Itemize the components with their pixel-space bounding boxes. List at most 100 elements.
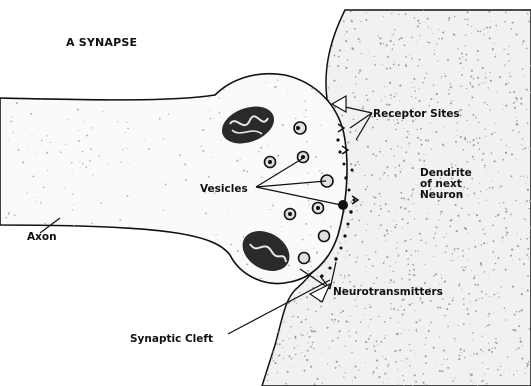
stipple-dot [445, 275, 446, 276]
stipple-dot [409, 344, 410, 345]
stipple-dot [441, 76, 442, 77]
stipple-dot [309, 203, 310, 204]
stipple-dot [476, 353, 478, 355]
stipple-dot [407, 258, 409, 260]
stipple-dot [404, 128, 405, 129]
stipple-dot [433, 275, 435, 277]
stipple-dot [320, 125, 321, 126]
stipple-dot [394, 308, 396, 310]
stipple-dot [357, 161, 359, 163]
stipple-dot [240, 159, 241, 160]
stipple-dot [487, 325, 488, 326]
stipple-dot [76, 287, 77, 288]
stipple-dot [484, 233, 486, 235]
stipple-dot [401, 192, 403, 194]
stipple-dot [441, 277, 442, 278]
stipple-dot [310, 41, 311, 42]
stipple-dot [483, 242, 485, 244]
stipple-dot [448, 19, 449, 20]
stipple-dot [350, 220, 351, 221]
stipple-dot [476, 138, 477, 139]
stipple-dot [505, 152, 507, 154]
stipple-dot [337, 252, 339, 254]
stipple-dot [441, 38, 443, 40]
stipple-dot [7, 247, 9, 249]
stipple-dot [410, 239, 411, 240]
stipple-dot [325, 15, 327, 17]
stipple-dot [385, 140, 387, 142]
stipple-dot [368, 51, 369, 52]
stipple-dot [477, 284, 479, 286]
stipple-dot [398, 253, 399, 254]
stipple-dot [492, 180, 493, 181]
stipple-dot [331, 269, 332, 270]
stipple-dot [517, 245, 519, 247]
stipple-dot [297, 345, 298, 346]
stipple-dot [522, 68, 524, 70]
stipple-dot [12, 86, 13, 87]
stipple-dot [297, 14, 299, 16]
label-dendrite: Dendrite of next Neuron [420, 168, 472, 201]
stipple-dot [392, 48, 393, 49]
stipple-dot [380, 224, 382, 226]
stipple-dot [497, 91, 498, 92]
stipple-dot [261, 177, 262, 178]
stipple-dot [478, 203, 479, 204]
stipple-dot [22, 226, 23, 227]
stipple-dot [270, 286, 271, 287]
stipple-dot [383, 16, 384, 17]
stipple-dot [424, 77, 425, 78]
stipple-dot [359, 41, 360, 42]
stipple-dot [383, 43, 384, 44]
stipple-dot [219, 97, 220, 98]
stipple-dot [409, 330, 410, 331]
stipple-dot [367, 186, 368, 187]
stipple-dot [465, 34, 466, 35]
stipple-dot [362, 107, 364, 109]
stipple-dot [403, 298, 405, 300]
stipple-dot [523, 218, 524, 219]
stipple-dot [461, 289, 462, 290]
stipple-dot [296, 31, 297, 32]
stipple-dot [404, 208, 406, 210]
stipple-dot [349, 335, 350, 336]
stipple-dot [357, 257, 359, 259]
stipple-dot [393, 220, 394, 221]
stipple-dot [396, 93, 397, 94]
stipple-dot [499, 214, 500, 215]
stipple-dot [363, 314, 364, 315]
stipple-dot [503, 109, 504, 110]
stipple-dot [311, 266, 312, 267]
stipple-dot [450, 86, 452, 88]
stipple-dot [433, 256, 434, 257]
stipple-dot [411, 82, 412, 83]
stipple-dot [351, 20, 353, 22]
stipple-dot [516, 200, 517, 201]
stipple-dot [511, 153, 513, 155]
stipple-dot [340, 274, 342, 276]
stipple-dot [74, 256, 75, 257]
stipple-dot [485, 76, 486, 77]
stipple-dot [355, 261, 357, 263]
stipple-dot [387, 233, 388, 234]
stipple-dot [474, 240, 475, 241]
stipple-dot [370, 335, 371, 336]
stipple-dot [377, 344, 378, 345]
stipple-dot [179, 280, 180, 281]
stipple-dot [476, 118, 477, 119]
stipple-dot [474, 246, 476, 248]
stipple-dot [525, 183, 526, 184]
stipple-dot [283, 322, 284, 323]
stipple-dot [288, 285, 289, 286]
stipple-dot [327, 72, 328, 73]
stipple-dot [489, 37, 491, 39]
stipple-dot [475, 28, 476, 29]
stipple-dot [401, 360, 402, 361]
stipple-dot [478, 298, 479, 299]
stipple-dot [491, 152, 492, 153]
stipple-dot [332, 45, 333, 46]
stipple-dot [357, 333, 358, 334]
stipple-dot [203, 129, 205, 131]
stipple-dot [342, 310, 344, 312]
stipple-dot [442, 31, 444, 33]
